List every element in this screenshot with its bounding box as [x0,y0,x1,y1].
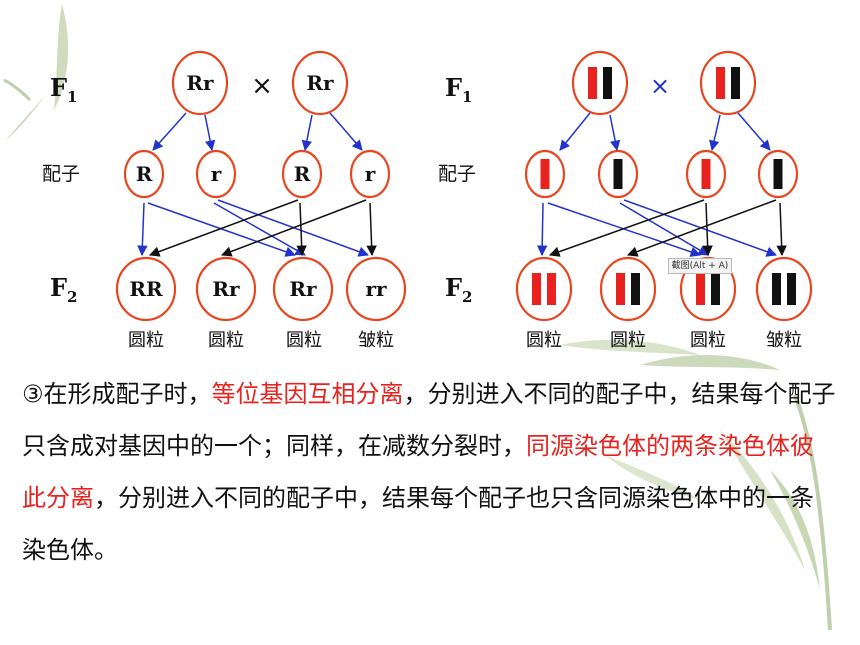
right-f1-label: F1 [445,73,472,106]
right-offspring-circle-4 [755,256,813,322]
left-offspring-label-2: Rr [212,277,240,301]
right-parent-chromosome-2-1 [716,67,725,99]
right-phenotype-2: 圆粒 [610,330,646,351]
right-parent-chromosome-1-1 [588,67,597,99]
right-offspring-chromosome-4-1 [772,273,781,305]
right-offspring-chromosome-1-2 [547,273,556,305]
left-phenotype-4: 皱粒 [358,330,394,351]
right-parent-chromosome-2-2 [731,67,740,99]
left-arrows [137,112,377,257]
right-parent-circle-2 [699,50,757,116]
left-gamete-circle-2 [195,149,237,199]
left-gamete-circle-4 [349,149,391,199]
para-text-3: ，分别进入不同的配子中，结果每个配子也只含同源染色体中的一条染色体。 [22,484,814,564]
right-offspring-chromosome-4-2 [787,273,796,305]
right-parent-chromosome-1-2 [603,67,612,99]
right-f2-label: F2 [445,273,472,306]
left-offspring-label-1: RR [129,277,163,301]
right-offspring-chromosome-2-2 [631,273,640,305]
para-text-1: ③在形成配子时， [22,380,212,408]
left-offspring-circle-4 [345,256,407,322]
right-gamete-chromosome-1-1 [540,159,550,189]
left-parent-circle-2 [291,50,349,116]
left-offspring-circle-3 [272,256,334,322]
left-cross-symbol: × [251,71,273,101]
left-gamete-label-3: R [294,162,311,186]
right-offspring-circle-1 [515,256,573,322]
left-phenotype-2: 圆粒 [208,330,244,351]
left-gamete-label-2: r [211,162,222,186]
right-gamete-chromosome-4-1 [773,159,783,189]
bamboo-decoration [3,4,832,631]
right-offspring-circle-2 [599,256,657,322]
left-f2-label: F2 [50,273,77,306]
left-offspring-label-4: rr [365,277,387,301]
explanation-paragraph: ③在形成配子时，等位基因互相分离，分别进入不同的配子中，结果每个配子只含成对基因… [22,368,837,576]
right-diagram: F1 配子 F2 × 圆粒 圆粒 圆粒 皱粒 [438,50,813,351]
right-phenotype-1: 圆粒 [526,330,562,351]
right-offspring-chromosome-3-2 [711,273,720,305]
left-gamete-label-1: R [136,162,153,186]
right-parent-circle-1 [571,50,629,116]
right-phenotype-4: 皱粒 [766,330,802,351]
screenshot-tooltip: 截图(Alt + A) [668,258,732,274]
left-offspring-circle-1 [115,256,177,322]
right-offspring-chromosome-1-1 [532,273,541,305]
right-arrows [536,112,787,257]
left-gamete-label-4: r [365,162,376,186]
left-phenotype-1: 圆粒 [128,330,164,351]
para-highlight-1: 等位基因互相分离 [211,380,404,408]
right-gamete-chromosome-3-1 [701,159,711,189]
left-parent-label-2: Rr [306,71,334,95]
left-gamete-circle-1 [123,149,165,199]
right-phenotype-3: 圆粒 [690,330,726,351]
left-gamete-label: 配子 [42,163,80,185]
left-parent-label-1: Rr [186,71,214,95]
right-gamete-label: 配子 [438,163,476,185]
right-offspring-chromosome-2-1 [616,273,625,305]
para-highlight-2: 同源染色体的两条染色体彼此分离 [22,432,814,512]
left-offspring-circle-2 [195,256,257,322]
left-phenotype-3: 圆粒 [286,330,322,351]
right-cross-symbol: × [650,72,670,100]
left-offspring-label-3: Rr [289,277,317,301]
right-offspring-chromosome-3-1 [696,273,705,305]
right-gamete-chromosome-2-1 [613,159,623,189]
para-text-2: ，分别进入不同的配子中，结果每个配子只含成对基因中的一个；同样，在减数分裂时， [22,380,836,460]
left-parent-circle-1 [171,50,229,116]
left-f1-label: F1 [50,73,77,106]
